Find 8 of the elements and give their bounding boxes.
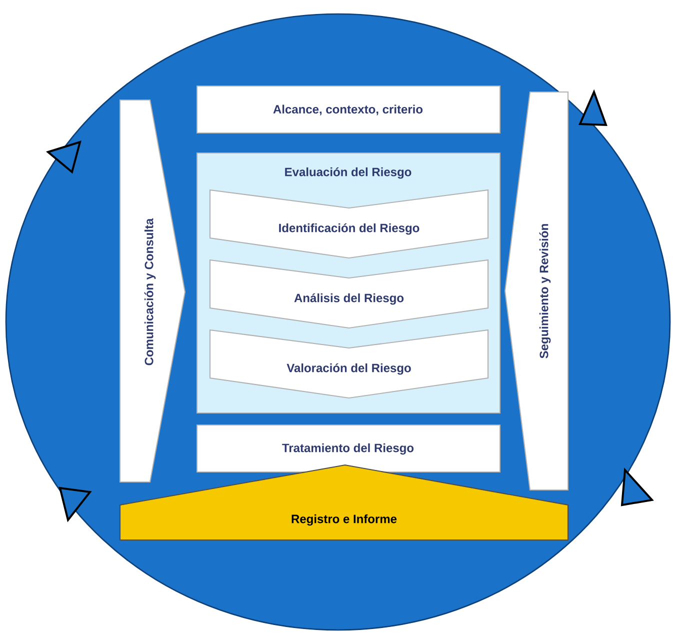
process-box: Alcance, contexto, criterio [196, 85, 501, 134]
chevron-box: Análisis del Riesgo [209, 259, 489, 329]
chevron-box: Valoración del Riesgo [209, 329, 489, 399]
chevron-box: Identificación del Riesgo [209, 189, 489, 259]
chevron-band: Seguimiento y Revisión [504, 91, 569, 491]
chevron-band: Comunicación y Consulta [119, 99, 186, 483]
report-band: Registro e Informe [119, 464, 569, 541]
process-box: Tratamiento del Riesgo [196, 424, 501, 473]
